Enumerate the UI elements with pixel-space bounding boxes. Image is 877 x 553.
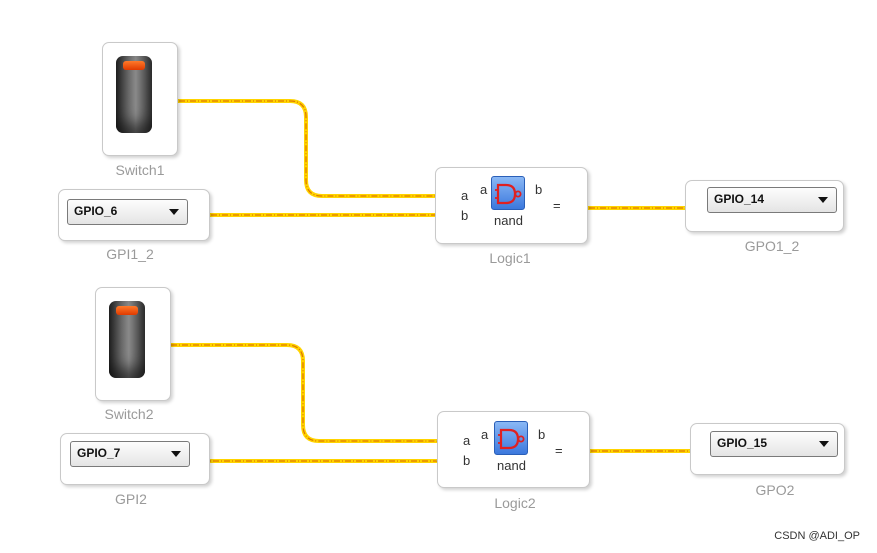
gpo2-block[interactable]: GPIO_15 (690, 423, 845, 475)
logic2-operation-name: nand (497, 458, 526, 473)
watermark: CSDN @ADI_OP (774, 530, 860, 542)
gpi1-block[interactable]: GPIO_6 (58, 189, 210, 241)
gpo1-block[interactable]: GPIO_14 (685, 180, 844, 232)
logic2-input-a-label: a (463, 433, 471, 448)
logic1-input-b-label: b (461, 208, 469, 223)
logic2-input-b-label: b (463, 453, 471, 468)
chevron-down-icon (169, 209, 179, 215)
switch1-block[interactable] (102, 42, 178, 156)
logic2-block[interactable]: a b a b = nand (437, 411, 590, 488)
switch2-caption: Switch2 (104, 406, 154, 422)
logic1-operation-name: nand (494, 213, 523, 228)
logic2-gate-b-label: b (538, 427, 546, 442)
gpi2-block[interactable]: GPIO_7 (60, 433, 210, 485)
toggle-switch-icon[interactable] (116, 56, 152, 133)
gpi1-pin-select[interactable]: GPIO_6 (67, 199, 188, 225)
gpo1-caption: GPO1_2 (744, 238, 800, 254)
nand-gate-icon (491, 176, 525, 210)
chevron-down-icon (819, 441, 829, 447)
gpo2-selected-value: GPIO_15 (717, 436, 768, 450)
wire-switch1-to-logic1-a (168, 99, 447, 198)
chevron-down-icon (171, 451, 181, 457)
gpi1-caption: GPI1_2 (106, 246, 154, 262)
chevron-down-icon (818, 197, 828, 203)
logic1-equals-label: = (553, 198, 561, 213)
gpo2-pin-select[interactable]: GPIO_15 (710, 431, 838, 457)
nand-gate-icon (494, 421, 528, 455)
logic1-gate-b-label: b (535, 182, 543, 197)
gpi2-selected-value: GPIO_7 (77, 446, 121, 460)
switch2-block[interactable] (95, 287, 171, 401)
gpi1-selected-value: GPIO_6 (74, 204, 118, 218)
logic1-gate-a-label: a (480, 182, 488, 197)
logic1-caption: Logic1 (489, 250, 531, 266)
switch1-caption: Switch1 (115, 162, 165, 178)
toggle-switch-icon[interactable] (109, 301, 145, 378)
switch-indicator-led (123, 61, 145, 70)
logic2-equals-label: = (555, 443, 563, 458)
gpi2-pin-select[interactable]: GPIO_7 (70, 441, 190, 467)
wire-switch2-to-logic2-a (160, 343, 444, 443)
gpo1-selected-value: GPIO_14 (714, 192, 765, 206)
gpo2-caption: GPO2 (755, 482, 795, 498)
switch-indicator-led (116, 306, 138, 315)
gpo1-pin-select[interactable]: GPIO_14 (707, 187, 837, 213)
logic1-block[interactable]: a b a b = nand (435, 167, 588, 244)
gpi2-caption: GPI2 (115, 491, 147, 507)
logic1-input-a-label: a (461, 188, 469, 203)
logic2-caption: Logic2 (494, 495, 536, 511)
logic2-gate-a-label: a (481, 427, 489, 442)
